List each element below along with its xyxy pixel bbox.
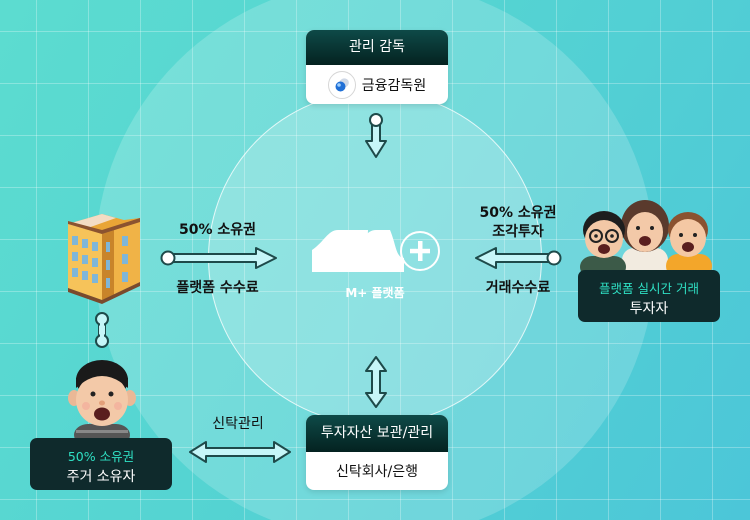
- custody-card: 투자자산 보관/관리 신탁회사/은행: [306, 415, 448, 490]
- investors-group-icon: [580, 200, 712, 276]
- right-edge-top-label-line1: 50% 소유권: [479, 205, 557, 221]
- trust-edge-label: 신탁관리: [212, 416, 264, 432]
- fss-emblem-icon: [327, 70, 356, 99]
- owner-accent-label: 50% 소유권: [67, 449, 135, 464]
- investor-main-label: 투자자: [629, 301, 669, 317]
- m-plus-logo-icon: [312, 230, 440, 272]
- owner-main-label: 주거 소유자: [66, 469, 136, 485]
- arrow-right-icon: [160, 247, 277, 269]
- arrow-bidirectional-horizontal-icon: [189, 441, 291, 463]
- supervision-card: 관리 감독 금융감독원: [306, 30, 448, 104]
- arrow-left-icon: [475, 247, 562, 269]
- right-edge-top-label-line2: 조각투자: [492, 224, 544, 240]
- investor-accent-label: 플랫폼 실시간 거래: [599, 281, 699, 296]
- supervision-card-body: 금융감독원: [306, 65, 448, 104]
- left-edge-top-label: 50% 소유권: [178, 222, 257, 238]
- fss-name: 금융감독원: [361, 77, 427, 94]
- left-edge-bottom-label: 플랫폼 수수료: [176, 280, 259, 296]
- arrow-bidirectional-vertical-icon: [365, 356, 387, 408]
- supervision-card-header: 관리 감독: [306, 30, 448, 65]
- investor-label: 플랫폼 실시간 거래 투자자: [578, 270, 720, 322]
- platform-caption: M+ 플랫폼: [345, 286, 405, 300]
- apartment-building-icon: [68, 214, 140, 304]
- custody-card-header: 투자자산 보관/관리: [306, 415, 448, 452]
- owner-avatar-icon: [68, 360, 136, 442]
- arrow-down-icon: [365, 113, 387, 158]
- right-edge-bottom-label: 거래수수료: [485, 280, 551, 296]
- connector-vertical-icon: [95, 312, 109, 348]
- owner-label: 50% 소유권 주거 소유자: [30, 438, 172, 490]
- custody-card-body: 신탁회사/은행: [336, 464, 418, 480]
